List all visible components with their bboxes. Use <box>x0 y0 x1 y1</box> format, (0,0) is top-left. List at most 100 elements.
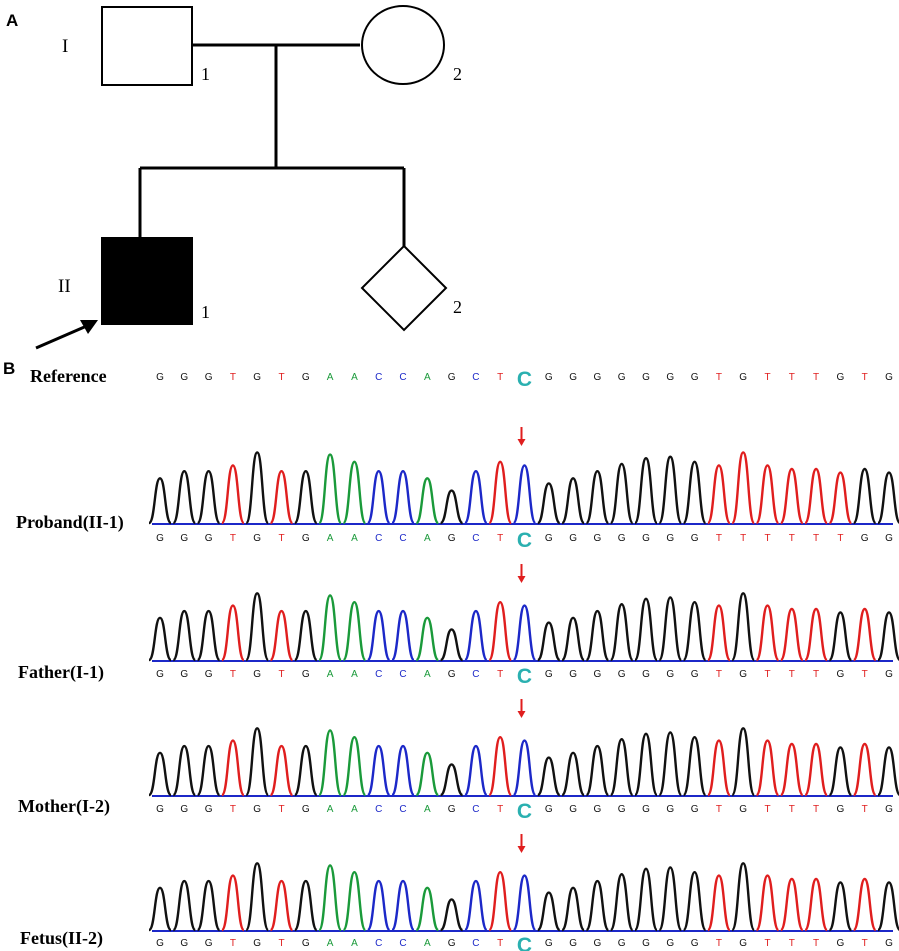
base-call: G <box>448 669 456 680</box>
base-call: T <box>497 804 503 815</box>
base-call: G <box>205 669 213 680</box>
base-call: T <box>278 804 284 815</box>
chromatogram-peak <box>536 482 561 525</box>
base-call: G <box>691 938 699 949</box>
chromatogram-peak <box>609 603 634 662</box>
base-call: T <box>813 533 819 544</box>
base-call: T <box>789 938 795 949</box>
base-call: T <box>813 938 819 949</box>
base-call: C <box>375 804 382 815</box>
base-call: T <box>789 804 795 815</box>
chromatogram-peak <box>755 464 780 525</box>
track-label-proband: Proband(II-1) <box>16 512 124 533</box>
diamond-unknown-sex-ii-2 <box>360 244 448 332</box>
chromatogram-peak <box>390 469 416 525</box>
base-call: G <box>594 804 602 815</box>
base-call: G <box>302 804 310 815</box>
male-affected-ii-1 <box>101 237 193 325</box>
chromatogram-peak <box>415 751 440 797</box>
base-call: G <box>739 372 747 383</box>
chromatogram-peak <box>560 751 586 797</box>
chromatogram-peak <box>463 609 489 662</box>
chromatogram-peak <box>488 460 513 525</box>
base-call: G <box>569 372 577 383</box>
base-call: T <box>789 372 795 383</box>
chromatogram-peak <box>317 864 343 932</box>
base-call: G <box>666 938 674 949</box>
base-call: A <box>424 533 431 544</box>
base-call: G <box>205 372 213 383</box>
base-call: G <box>448 804 456 815</box>
chromatogram-peak <box>439 489 464 525</box>
base-call: T <box>764 372 770 383</box>
base-call: G <box>302 533 310 544</box>
chromatogram-peak <box>536 621 561 662</box>
base-call: T <box>716 533 722 544</box>
mutation-arrow-head <box>517 846 526 853</box>
chromatogram-peak <box>536 891 561 932</box>
chromatogram-peak <box>658 455 683 525</box>
chromatogram-peak <box>220 604 246 662</box>
chromatogram-peak <box>415 886 440 932</box>
base-call: C <box>517 800 532 823</box>
base-call: G <box>837 938 845 949</box>
chromatogram-peak <box>220 464 246 525</box>
base-call: G <box>885 533 893 544</box>
base-call: G <box>642 938 650 949</box>
base-call: G <box>594 669 602 680</box>
chromatogram-peak <box>755 739 780 797</box>
base-call: A <box>424 938 431 949</box>
chromatogram-peak <box>852 742 877 797</box>
chromatogram-peak <box>779 742 804 797</box>
chromatogram-peak <box>245 862 270 932</box>
base-call: T <box>764 938 770 949</box>
chromatogram-peak <box>269 879 294 932</box>
chromatogram-peak <box>731 862 756 932</box>
base-call: G <box>885 804 893 815</box>
chromatogram-peak <box>876 611 899 662</box>
chromatogram-peak <box>633 456 659 525</box>
chromatogram-peak <box>269 609 294 662</box>
base-call: G <box>885 938 893 949</box>
panel-letter-b: B <box>3 359 15 378</box>
chromatogram-peak <box>269 744 294 797</box>
base-call: C <box>375 372 382 383</box>
base-call: A <box>351 533 358 544</box>
mutation-arrow-head <box>517 711 526 718</box>
chromatogram-peak <box>172 744 197 797</box>
base-call: G <box>569 669 577 680</box>
base-call: C <box>399 372 406 383</box>
base-call: G <box>861 533 869 544</box>
chromatogram-peak <box>366 879 391 932</box>
chromatogram-peak <box>560 616 586 662</box>
male-unaffected-i-1 <box>101 6 193 86</box>
chromatogram-peak <box>463 469 489 525</box>
chromatogram-peak <box>852 607 877 662</box>
chromatogram-peak <box>439 763 464 797</box>
base-call: C <box>517 665 532 688</box>
base-call: A <box>351 938 358 949</box>
base-call: G <box>739 669 747 680</box>
chromatogram-peak <box>512 739 537 797</box>
base-call: T <box>862 669 868 680</box>
base-call: G <box>642 372 650 383</box>
base-call: G <box>545 372 553 383</box>
base-call: G <box>253 938 261 949</box>
base-call: T <box>497 669 503 680</box>
base-call: G <box>618 804 626 815</box>
base-call: G <box>666 669 674 680</box>
chromatogram-peak <box>706 604 732 662</box>
base-call: T <box>497 533 503 544</box>
base-call: G <box>739 804 747 815</box>
chromatogram-peak <box>390 609 416 662</box>
chromatogram-peak <box>463 879 489 932</box>
base-call: G <box>545 938 553 949</box>
chromatogram-peak <box>876 471 899 525</box>
base-call: T <box>497 372 503 383</box>
chromatogram-peak <box>147 886 173 932</box>
chromatogram-peak <box>609 462 634 525</box>
base-call: T <box>278 533 284 544</box>
base-call: T <box>862 938 868 949</box>
